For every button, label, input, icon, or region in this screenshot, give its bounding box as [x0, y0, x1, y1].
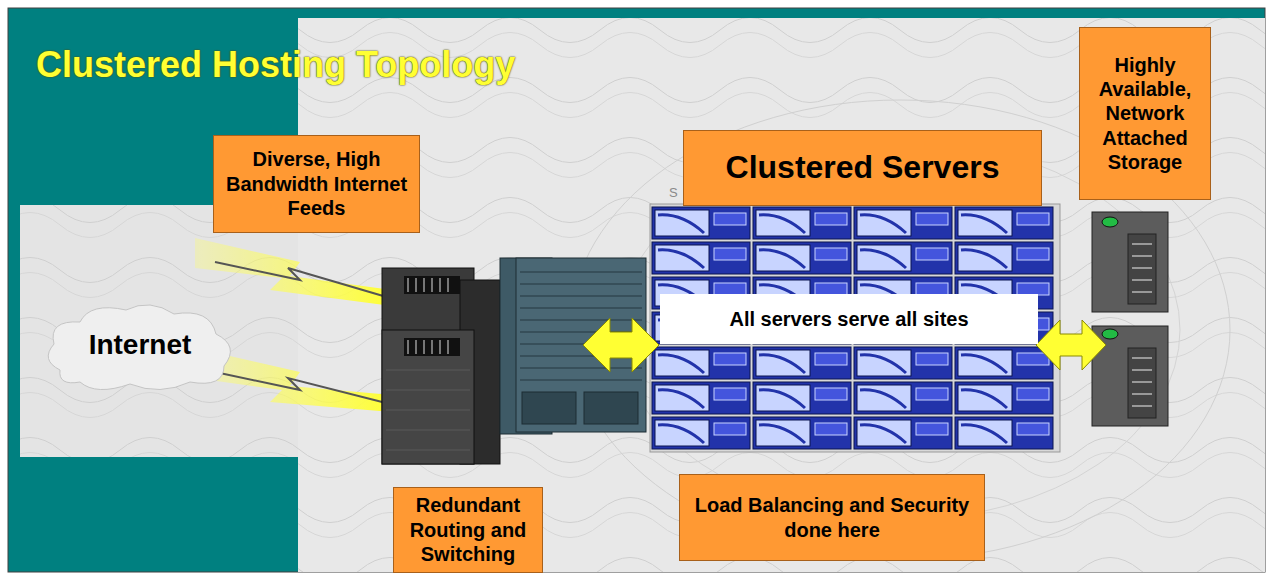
- server-unit: [652, 207, 750, 239]
- server-unit: [854, 242, 952, 274]
- callout-box: Highly Available, Network Attached Stora…: [1079, 27, 1211, 200]
- double-arrow: [1036, 320, 1106, 370]
- server-unit: [854, 207, 952, 239]
- server-unit: [955, 382, 1053, 414]
- node-text: Highly Available, Network Attached Stora…: [1086, 53, 1204, 175]
- heading-box: Clustered Servers: [683, 130, 1042, 206]
- server-unit: [753, 242, 851, 274]
- server-unit: [854, 347, 952, 379]
- server-unit: [753, 417, 851, 449]
- server-unit: [854, 417, 952, 449]
- node-text: Redundant Routing and Switching: [400, 493, 536, 566]
- server-unit: [652, 347, 750, 379]
- internet-feed: [195, 238, 392, 306]
- diagram-title: Clustered Hosting Topology: [36, 44, 515, 86]
- server-unit: [753, 382, 851, 414]
- stray-label: S: [669, 185, 678, 200]
- cloud-node: Internet: [40, 300, 240, 390]
- router: [382, 268, 500, 464]
- node-text: Clustered Servers: [726, 148, 1000, 187]
- node-text: All servers serve all sites: [729, 307, 968, 331]
- server-unit: [753, 207, 851, 239]
- server-unit: [652, 417, 750, 449]
- server-unit: [955, 417, 1053, 449]
- double-arrow: [583, 318, 659, 372]
- node-text: Diverse, High Bandwidth Internet Feeds: [220, 147, 413, 220]
- server-unit: [955, 242, 1053, 274]
- cloud-ground: [20, 205, 298, 457]
- server-rack: [650, 204, 1060, 452]
- server-unit: [652, 242, 750, 274]
- node-text: Internet: [89, 328, 192, 362]
- callout-box: Redundant Routing and Switching: [393, 487, 543, 573]
- server-unit: [753, 347, 851, 379]
- callout-box: Diverse, High Bandwidth Internet Feeds: [213, 135, 420, 233]
- grey-panel: [298, 18, 1265, 572]
- server-unit: [955, 207, 1053, 239]
- node-text: Load Balancing and Security done here: [686, 493, 978, 542]
- storage-unit: [1092, 212, 1168, 426]
- server-unit: [854, 382, 952, 414]
- server-unit: [652, 382, 750, 414]
- callout-box: Load Balancing and Security done here: [679, 474, 985, 561]
- server-unit: [955, 347, 1053, 379]
- label-box: All servers serve all sites: [660, 294, 1038, 344]
